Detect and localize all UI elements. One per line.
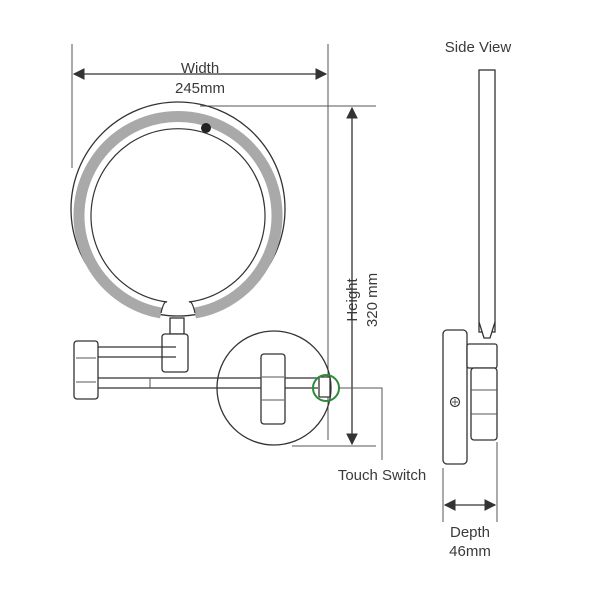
touch-switch-leader-line bbox=[339, 387, 383, 460]
swivel-neck bbox=[169, 317, 185, 335]
side-view-title: Side View bbox=[445, 39, 512, 56]
wall-plate-front bbox=[216, 330, 340, 446]
upper-arm bbox=[96, 346, 176, 358]
wall-base-plate bbox=[216, 330, 332, 446]
mirror-outer-frame bbox=[70, 101, 286, 317]
mirror-edge-side bbox=[478, 69, 496, 333]
touch-switch-label: Touch Switch bbox=[338, 467, 426, 484]
side-arm-block-1 bbox=[466, 343, 498, 369]
led-light-ring bbox=[73, 111, 283, 319]
led-ring-inner-edge bbox=[90, 128, 266, 303]
sensor-dot bbox=[201, 123, 211, 133]
height-title: Height bbox=[344, 277, 361, 321]
touch-switch-button bbox=[318, 376, 331, 398]
arm-mount-hinge bbox=[260, 353, 286, 425]
width-dimension: Width 245mm bbox=[71, 44, 329, 440]
mirror-neck-side bbox=[478, 321, 496, 339]
width-value: 245mm bbox=[175, 80, 225, 97]
elbow-joint bbox=[73, 340, 99, 400]
touch-switch-callout: Touch Switch bbox=[338, 387, 426, 484]
height-value: 320 mm bbox=[364, 273, 381, 327]
screw-icon bbox=[449, 396, 461, 408]
depth-value: 46mm bbox=[449, 543, 491, 560]
side-hinge-block bbox=[470, 367, 498, 441]
depth-dimension: Depth 46mm bbox=[442, 442, 498, 560]
swivel-knuckle bbox=[161, 333, 189, 373]
led-ring-gap bbox=[160, 301, 196, 314]
side-view: Side View bbox=[442, 39, 512, 465]
width-title: Width bbox=[181, 60, 219, 77]
depth-title: Depth bbox=[450, 524, 490, 541]
height-dimension: Height 320 mm bbox=[200, 105, 381, 447]
